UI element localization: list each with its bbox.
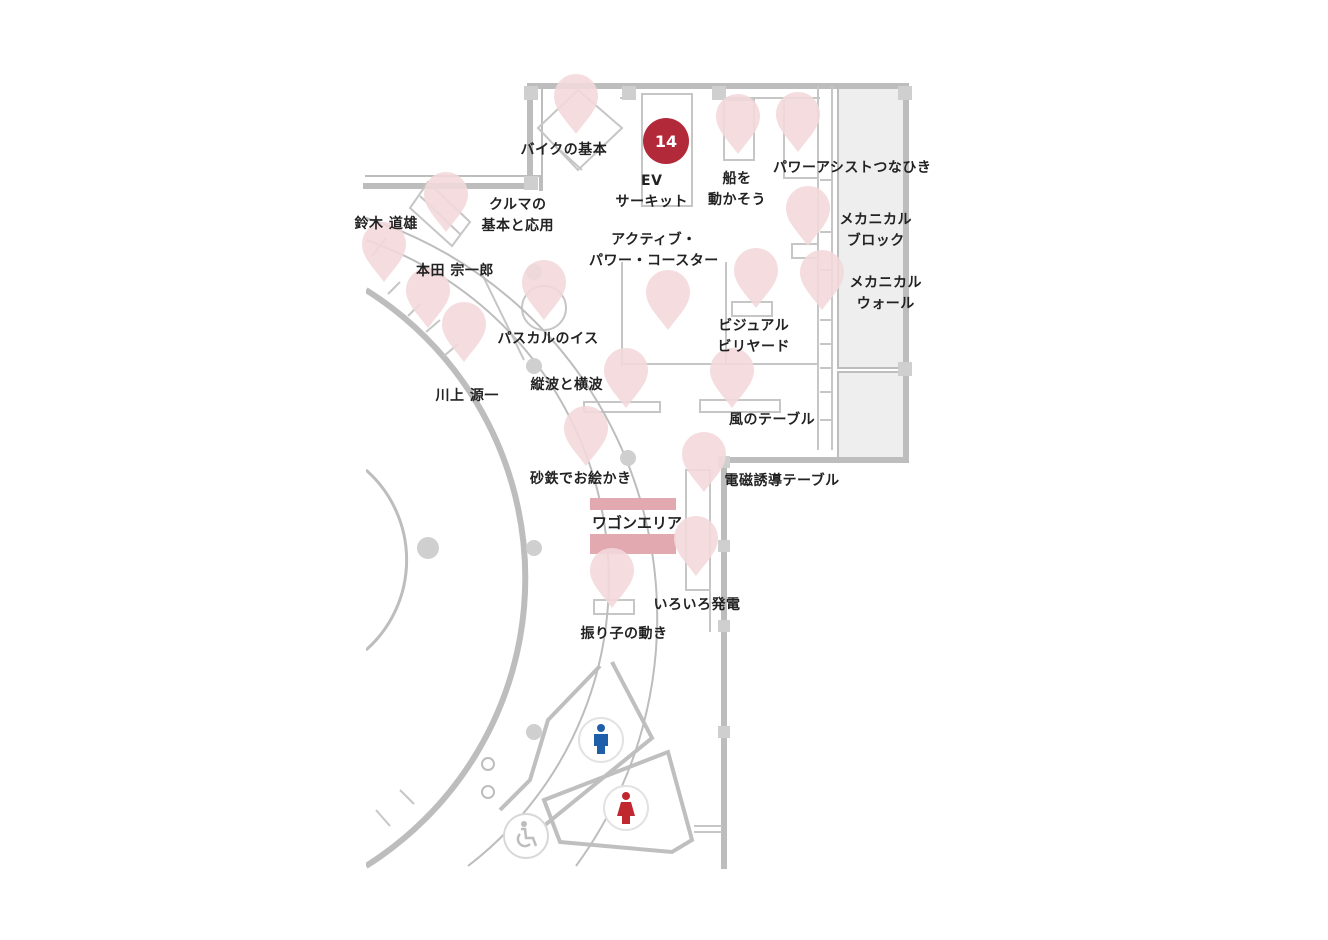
exhibit-label-line: 船を [722,171,752,187]
exhibit-label-line: バイクの基本 [520,141,608,158]
exhibit-label-line: ビリヤード [717,339,790,355]
exhibit-label-suzuki[interactable]: 鈴木 道雄 [355,214,418,235]
exhibit-label-sand[interactable]: 砂鉄でお絵かき [530,469,632,490]
exhibit-label-line: ビジュアル [718,318,790,334]
exhibit-label-line: ブロック [846,233,905,249]
map-pin-icon[interactable] [786,186,830,246]
exhibit-label-line: 川上 源一 [435,387,499,404]
exhibit-number-badge[interactable]: 14 [643,118,689,164]
exhibit-label-pascal[interactable]: パスカルのイス [498,329,599,350]
exhibit-label-mech-wall[interactable]: メカニカルウォール [850,273,923,315]
map-pin-icon[interactable] [424,172,468,232]
columns [417,86,912,740]
exhibit-label-line: 鈴木 道雄 [354,215,418,232]
exhibit-label-billiard[interactable]: ビジュアルビリヤード [718,316,791,358]
exhibit-label-line: クルマの [488,197,547,213]
exhibit-label-line: 動かそう [708,192,766,208]
exhibit-label-line: メカニカル [839,212,912,228]
exhibit-label-active[interactable]: アクティブ・パワー・コースター [589,230,719,272]
women-restroom-icon[interactable] [603,785,649,831]
exhibit-label-ev[interactable]: EV サーキット [616,171,689,213]
exhibit-label-line: EV [641,173,663,189]
exhibit-label-gen[interactable]: いろいろ発電 [654,595,741,616]
exhibit-label-line: 本田 宗一郎 [416,262,494,279]
map-pin-icon[interactable] [776,92,820,152]
men-restroom-icon[interactable] [578,717,624,763]
exhibit-label-line: 振り子の動き [580,625,668,642]
exhibit-label-line: 風のテーブル [729,411,816,428]
curved-walls [366,217,659,869]
wagon-area-label: ワゴンエリア [591,514,682,532]
exhibit-label-line: パワー・コースター [589,253,719,269]
exhibit-label-honda[interactable]: 本田 宗一郎 [416,261,494,282]
exhibit-label-line: パスカルのイス [497,330,599,347]
wheelchair-icon[interactable] [503,813,549,859]
map-pin-icon[interactable] [646,270,690,330]
exhibit-label-bike[interactable]: バイクの基本 [521,140,608,161]
exhibit-label-line: パワーアシストつなひき [773,159,932,176]
map-pin-icon[interactable] [522,260,566,320]
right-room-lower [837,371,907,461]
right-room-upper [837,85,907,369]
exhibit-label-car[interactable]: クルマの基本と応用 [482,195,555,237]
map-pin-icon[interactable] [734,248,778,308]
exhibit-label-kawakami[interactable]: 川上 源一 [436,386,499,407]
exhibit-label-ship[interactable]: 船を動かそう [708,169,766,211]
exhibit-label-wind[interactable]: 風のテーブル [729,410,815,431]
exhibit-label-line: サーキット [615,194,688,210]
exhibit-label-mech-block[interactable]: メカニカルブロック [840,210,913,252]
exhibit-label-line: アクティブ・ [611,232,697,248]
exhibit-label-line: 縦波と横波 [530,376,603,393]
exhibit-label-line: ウォール [856,296,915,312]
map-pin-icon[interactable] [564,406,608,466]
map-pin-icon[interactable] [604,348,648,408]
exhibit-label-line: 電磁誘導テーブル [724,472,840,489]
exhibit-label-line: 基本と応用 [481,218,554,234]
map-pin-icon[interactable] [682,432,726,492]
exhibit-label-pendulum[interactable]: 振り子の動き [581,624,668,645]
exhibit-label-line: 砂鉄でお絵かき [530,470,632,487]
exhibit-label-em[interactable]: 電磁誘導テーブル [725,471,840,492]
exhibit-label-power-assist[interactable]: パワーアシストつなひき [773,158,931,179]
exhibit-label-line: いろいろ発電 [653,596,741,613]
exhibit-label-line: メカニカル [849,275,922,291]
map-pin-icon[interactable] [554,74,598,134]
exhibit-label-wave[interactable]: 縦波と横波 [531,375,604,396]
